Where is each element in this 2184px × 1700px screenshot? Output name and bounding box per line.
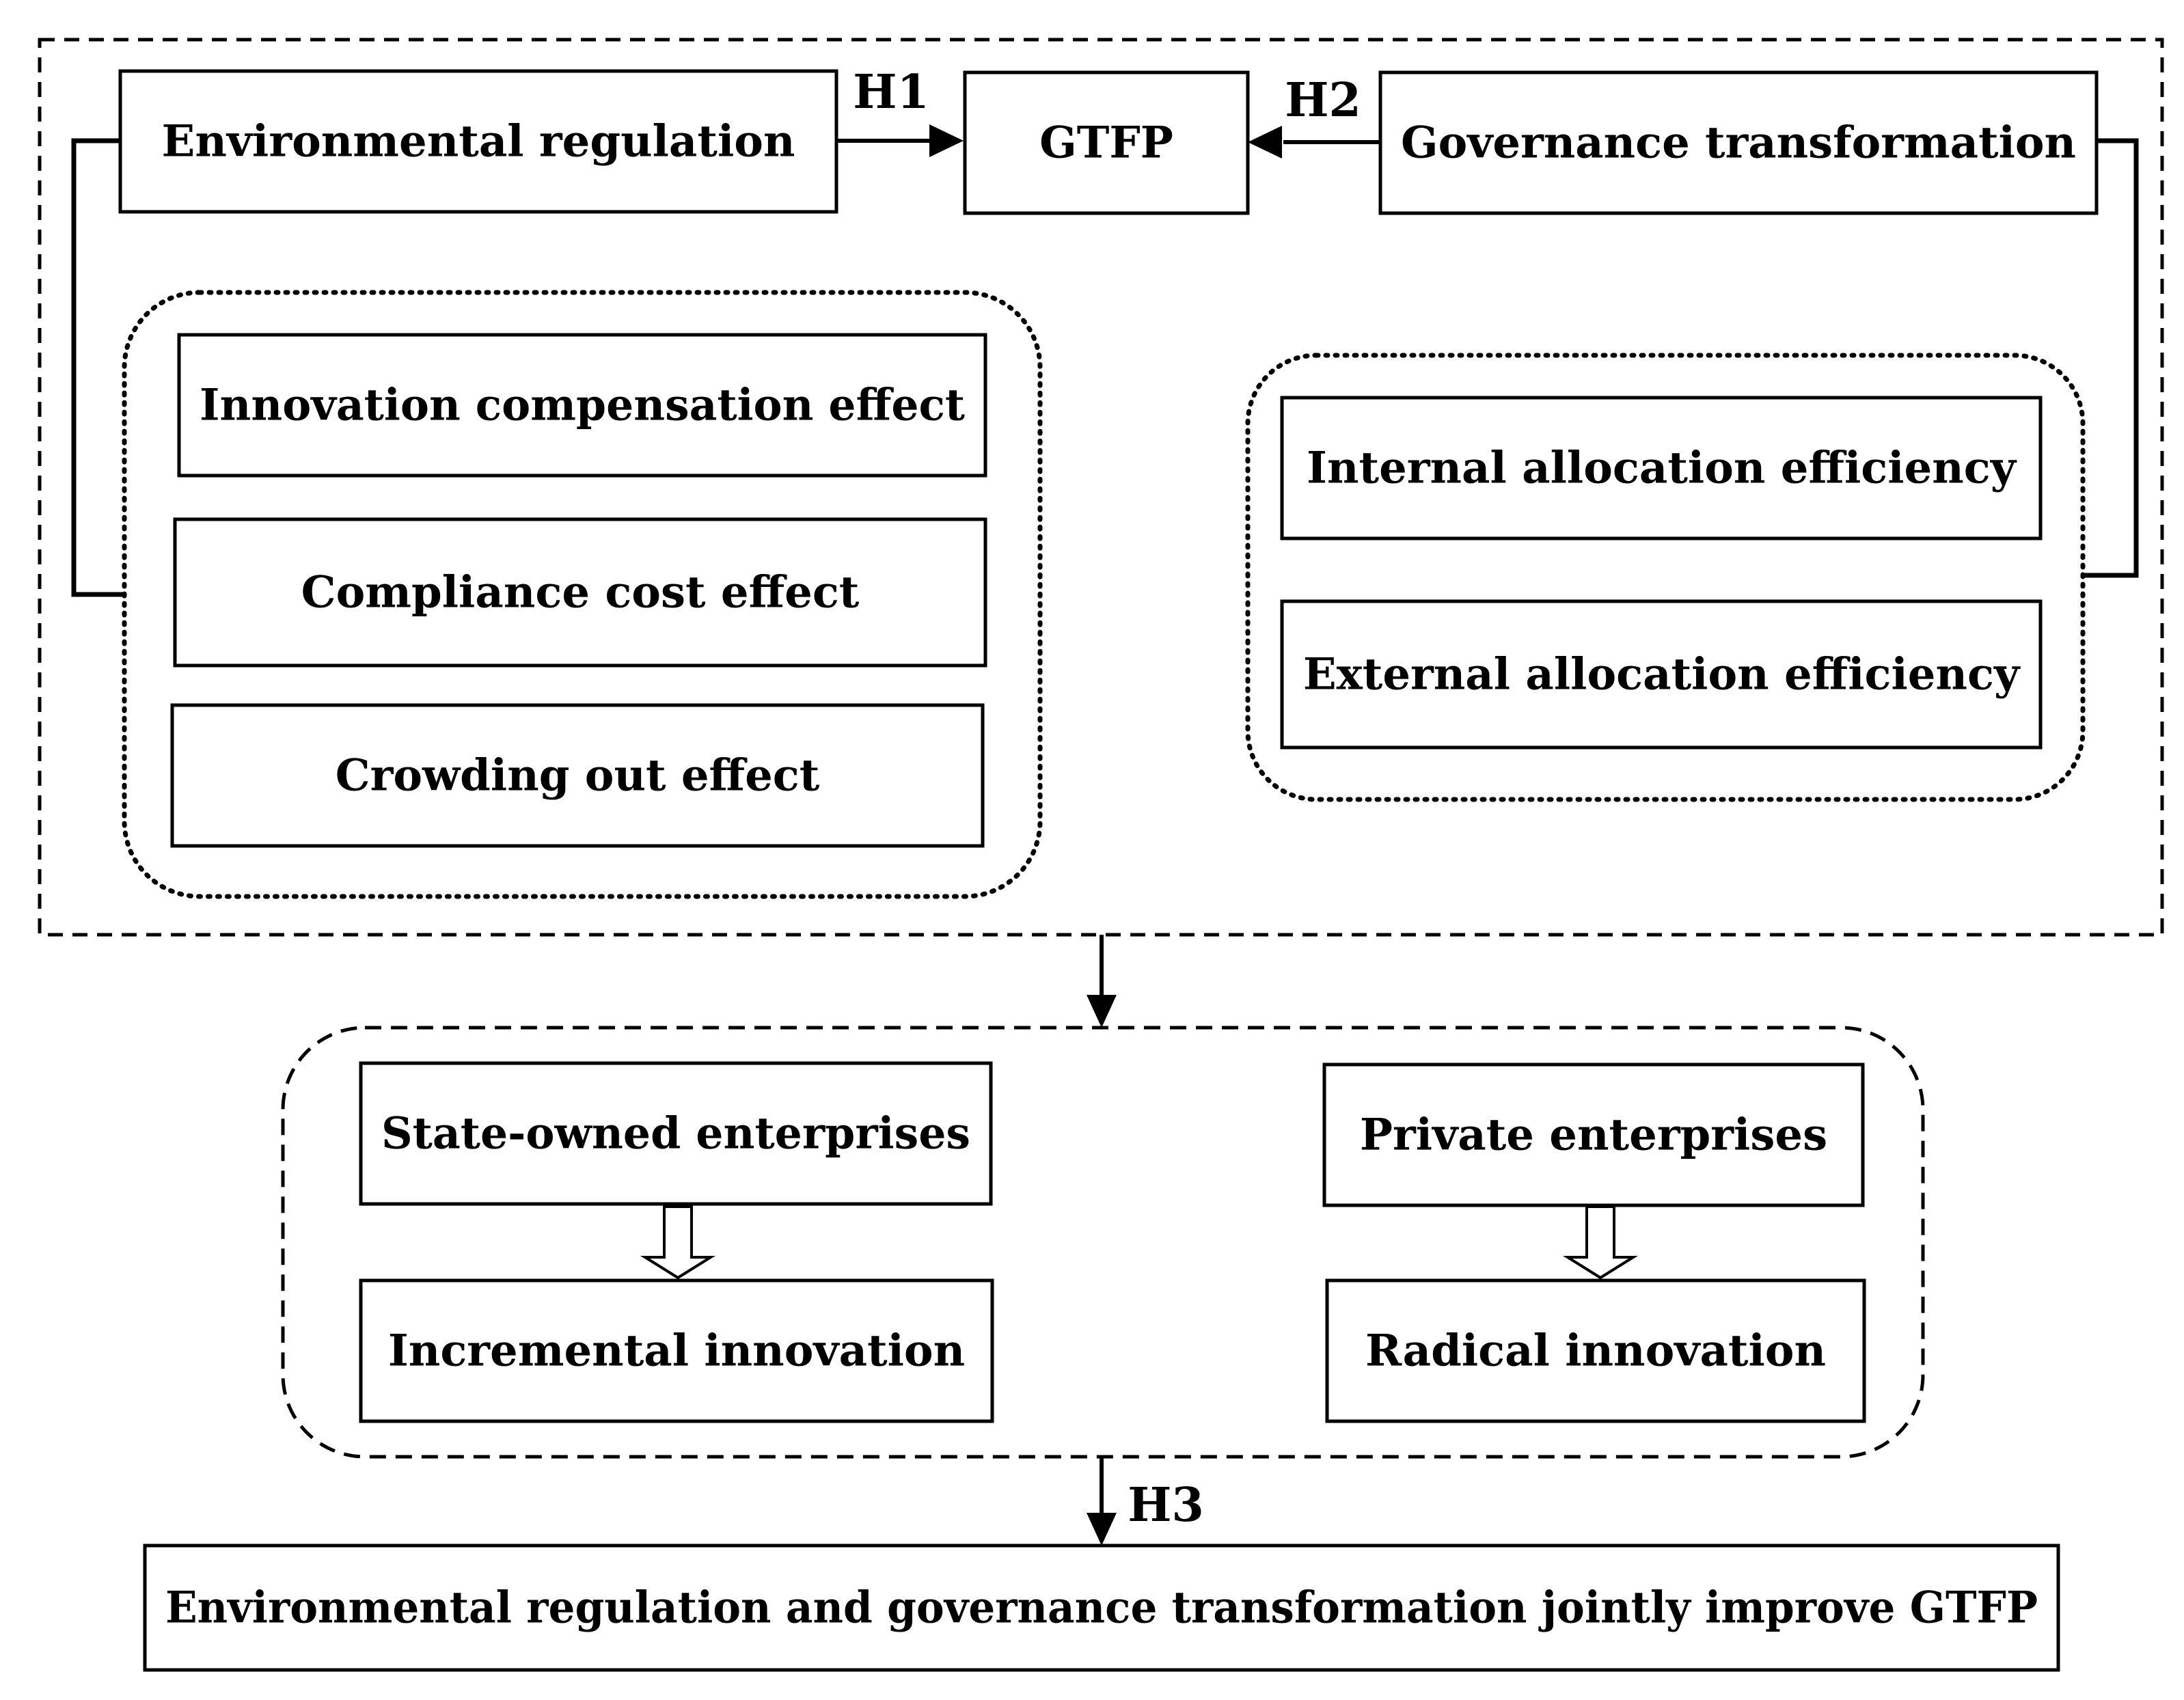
h1-arrowhead	[929, 124, 964, 157]
hollow-arrow-private	[1563, 1205, 1638, 1280]
gtfp-box	[963, 70, 1250, 215]
incremental-label: Incremental innovation	[388, 1326, 965, 1377]
state-owned-label: State-owned enterprises	[381, 1108, 970, 1160]
crowding-out-box	[170, 703, 985, 848]
conclusion-label: Environmental regulation and governance …	[165, 1582, 2038, 1634]
internal-allocation-label: Internal allocation efficiency	[1307, 443, 2017, 494]
h3-label: H3	[1128, 1478, 1204, 1533]
h2-arrowhead	[1248, 126, 1282, 159]
compliance-cost-box	[173, 517, 987, 668]
outer-dashed-frame	[38, 38, 2164, 937]
hollow-arrow-state-owned	[640, 1205, 715, 1280]
right-bracket-connector	[2083, 138, 2139, 578]
internal-allocation-box	[1280, 396, 2043, 540]
incremental-box	[359, 1278, 994, 1423]
innovation-compensation-box	[177, 333, 987, 478]
external-allocation-label: External allocation efficiency	[1303, 649, 2021, 700]
h2-label: H2	[1285, 73, 1361, 128]
state-owned-box	[359, 1061, 993, 1206]
private-label: Private enterprises	[1360, 1110, 1827, 1161]
innovation-compensation-label: Innovation compensation effect	[200, 380, 965, 431]
governance-box	[1378, 70, 2099, 215]
external-allocation-box	[1280, 599, 2043, 750]
conclusion-box	[143, 1544, 2060, 1672]
h1-label: H1	[853, 65, 929, 120]
env-regulation-label: Environmental regulation	[162, 116, 795, 167]
down-arrow-1-head	[1087, 995, 1117, 1028]
crowding-out-label: Crowding out effect	[336, 750, 820, 801]
radical-box	[1325, 1278, 1866, 1423]
compliance-cost-label: Compliance cost effect	[301, 567, 860, 618]
h3-arrowhead	[1087, 1513, 1117, 1546]
gtfp-label: GTFP	[1039, 118, 1173, 169]
radical-label: Radical innovation	[1365, 1326, 1826, 1377]
left-bracket-connector	[71, 138, 124, 597]
private-box	[1322, 1062, 1865, 1207]
governance-label: Governance transformation	[1401, 118, 2076, 169]
env-regulation-box	[118, 69, 838, 214]
